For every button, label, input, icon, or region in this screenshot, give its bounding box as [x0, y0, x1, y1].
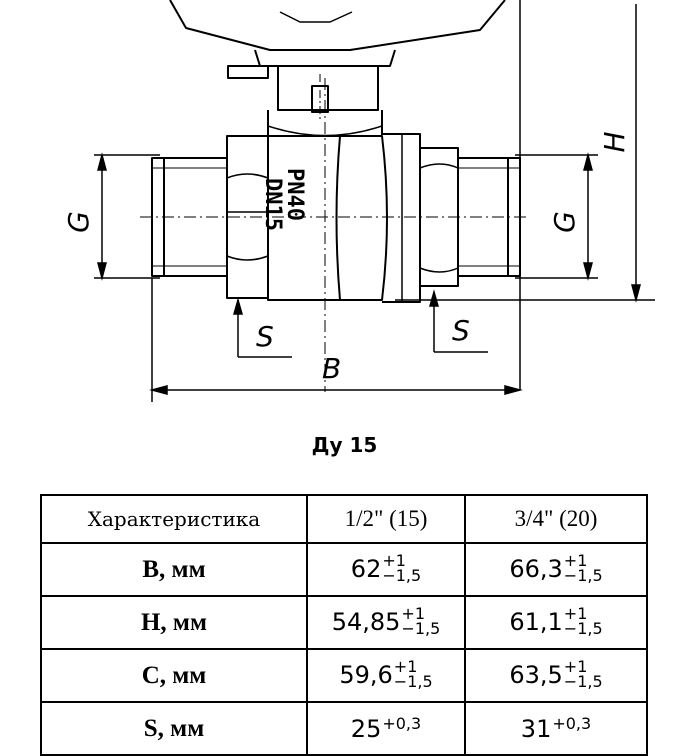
tolerance-upper: +1	[563, 550, 588, 570]
tolerance-lower: −1,5	[382, 565, 422, 585]
value-base: 25	[350, 715, 382, 743]
tolerance-upper: +1	[393, 656, 418, 676]
tolerance-upper: +1	[382, 550, 406, 570]
dim-label-b: B	[322, 352, 341, 385]
table-cell: 66,3+1−1,5	[464, 542, 648, 597]
value-base: 62	[350, 554, 382, 583]
valve-technical-drawing: PN40 DN15 G G H B S	[62, 0, 655, 402]
header-size-20: 3/4" (20)	[464, 494, 648, 544]
tolerance-lower: −1,5	[401, 618, 441, 638]
table-row: B, мм 62+1−1,5 66,3+1−1,5	[40, 542, 648, 597]
dim-label-h: H	[598, 131, 631, 152]
tolerance: +1−1,5	[401, 603, 441, 638]
tolerance-sup: +0,3	[382, 714, 422, 733]
value-base: 63,5	[509, 660, 563, 689]
table-cell: 61,1+1−1,5	[464, 595, 648, 650]
table-header-row: Характеристика 1/2" (15) 3/4" (20)	[40, 494, 648, 544]
dim-label-g-left: G	[62, 211, 95, 233]
dim-label-s-right: S	[452, 314, 470, 347]
table-row: H, мм 54,85+1−1,5 61,1+1−1,5	[40, 595, 648, 650]
value-base: 59,6	[339, 660, 393, 689]
tolerance-sup: +0,3	[552, 714, 592, 733]
handle-wing	[169, 0, 506, 51]
row-label: B, мм	[40, 542, 308, 597]
tolerance: +1−1,5	[382, 550, 422, 585]
valve-body	[267, 135, 341, 301]
right-union	[382, 133, 421, 303]
row-label: C, мм	[40, 648, 308, 703]
table-cell: 31+0,3	[464, 701, 648, 756]
table-cell: 25+0,3	[306, 701, 466, 756]
value-base: 61,1	[509, 607, 563, 636]
right-thread-end	[457, 157, 521, 277]
marking-dn: DN15	[260, 178, 285, 231]
tolerance-lower: −1,5	[563, 565, 603, 585]
table-row: S, мм 25+0,3 31+0,3	[40, 701, 648, 756]
table-cell: 54,85+1−1,5	[306, 595, 466, 650]
tolerance-lower: −1,5	[563, 671, 603, 691]
specifications-table: Характеристика 1/2" (15) 3/4" (20) B, мм…	[40, 494, 648, 756]
tolerance-upper: +1	[563, 603, 588, 623]
row-label: S, мм	[40, 701, 308, 756]
tolerance-upper: +1	[563, 656, 588, 676]
tolerance: +1−1,5	[563, 603, 603, 638]
drawing-caption: Ду 15	[311, 433, 378, 457]
table-cell: 63,5+1−1,5	[464, 648, 648, 703]
value-base: 54,85	[331, 607, 401, 636]
value-base: 31	[520, 715, 552, 743]
row-label: H, мм	[40, 595, 308, 650]
marking-pn: PN40	[282, 168, 307, 221]
dim-label-s-left: S	[256, 320, 274, 353]
tolerance: +1−1,5	[393, 656, 433, 691]
table-cell: 59,6+1−1,5	[306, 648, 466, 703]
tolerance: +1−1,5	[563, 656, 603, 691]
table-cell: 62+1−1,5	[306, 542, 466, 597]
header-characteristic: Характеристика	[40, 494, 308, 544]
value-base: 66,3	[509, 554, 563, 583]
header-size-15: 1/2" (15)	[306, 494, 466, 544]
tolerance-lower: −1,5	[393, 671, 433, 691]
tolerance: +1−1,5	[563, 550, 603, 585]
dim-label-g-right: G	[548, 211, 581, 233]
tolerance-lower: −1,5	[563, 618, 603, 638]
table-row: C, мм 59,6+1−1,5 63,5+1−1,5	[40, 648, 648, 703]
tolerance-upper: +1	[401, 603, 426, 623]
